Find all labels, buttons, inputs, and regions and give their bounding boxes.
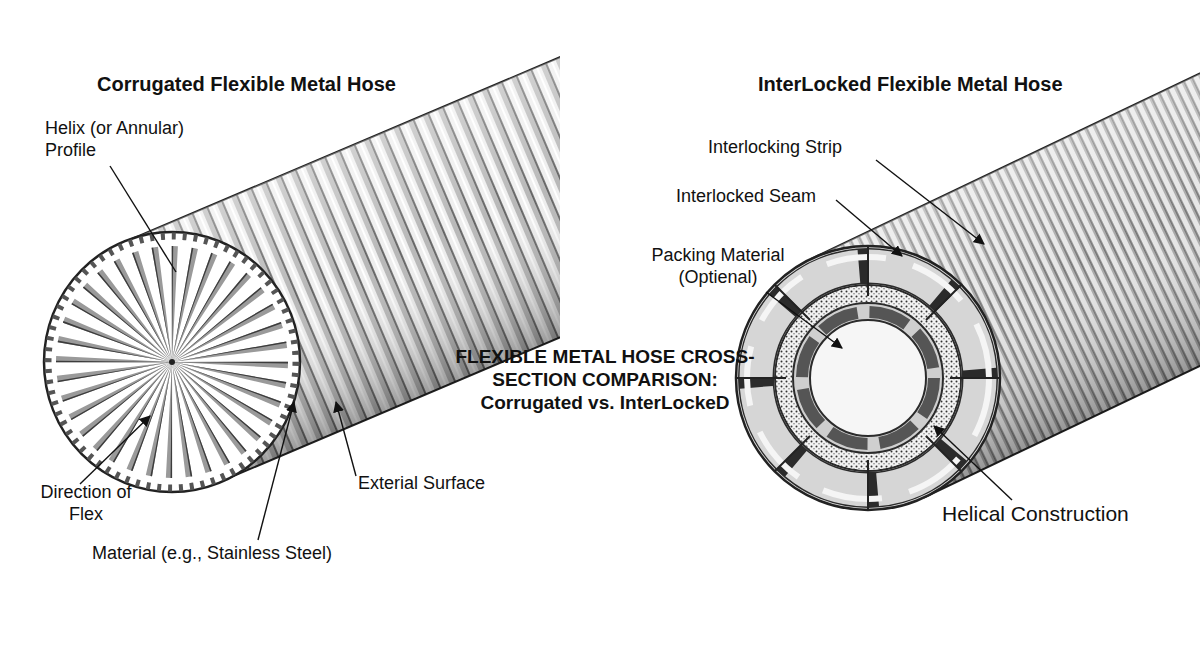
scalloped-rim [48,236,296,488]
leader-line [80,416,150,484]
seam-line [926,436,961,471]
part-label: Exterial Surface [358,473,485,495]
leader-line [836,200,902,256]
leader-line [110,166,176,272]
seam-line [867,246,869,296]
packing-outer [775,285,961,471]
part-label: Material (e.g., Stainless Steel) [92,543,332,565]
leader-line [336,402,356,476]
seam-line [736,377,786,379]
face-center [169,359,175,365]
leader-line [934,426,1012,500]
seam-line [867,460,869,510]
interlocked-cross-section [736,246,1000,510]
leader-line [766,292,842,348]
fold-edges [114,304,230,420]
diagram-title: FLEXIBLE METAL HOSE CROSS-SECTION COMPAR… [455,346,755,414]
part-label: Interlocked Seam [676,186,816,208]
part-label: Direction of Flex [22,482,150,525]
part-label: Helix (or Annular) Profile [45,118,230,161]
seam-line [775,436,810,471]
face-outline [44,232,300,492]
seam-line [926,285,961,320]
corrugated-cross-section [44,232,300,492]
interlocking-strip-segments [756,266,980,490]
strip-ring-base [756,266,980,490]
leader-lines [80,160,1012,540]
part-label: Packing Material (Optienal) [632,245,804,288]
face-outline [736,246,1000,510]
radial-folds [114,304,230,420]
packing-inner [793,303,943,453]
part-label: Helical Construction [942,501,1129,526]
part-label: Interlocking Strip [708,137,842,159]
seam-line [950,377,1000,379]
section-heading: Corrugated Flexible Metal Hose [97,72,396,96]
leader-line [876,160,984,244]
inner-strip [802,312,934,444]
leader-line [258,402,294,540]
section-heading: InterLocked Flexible Metal Hose [758,72,1063,96]
